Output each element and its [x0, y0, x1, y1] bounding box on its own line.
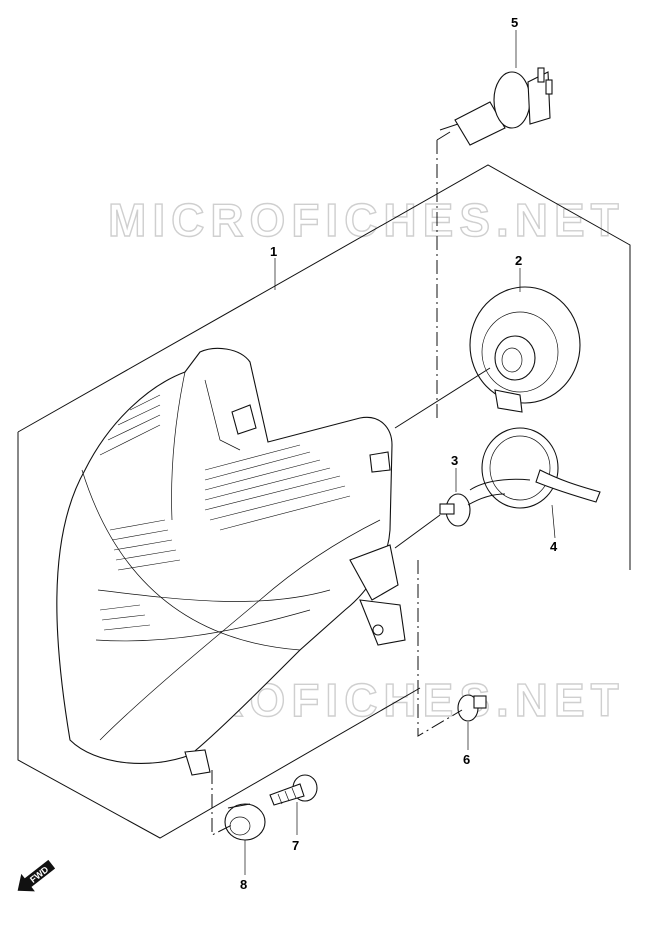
- callout-8: 8: [240, 877, 247, 892]
- callout-5: 5: [511, 15, 518, 30]
- wire-harness-part-4: [469, 427, 601, 509]
- assembly-leader-lines: [211, 131, 491, 836]
- grommet-part-8: [224, 803, 266, 841]
- screw-part-7: [269, 774, 318, 806]
- callout-6: 6: [463, 752, 470, 767]
- lens-hatching: [99, 394, 351, 631]
- callout-1: 1: [270, 244, 277, 259]
- position-socket-part-3: [439, 493, 506, 527]
- callout-7: 7: [292, 838, 299, 853]
- assembly-frame: [17, 164, 631, 570]
- headlamp-housing: [56, 347, 406, 776]
- callout-3: 3: [451, 453, 458, 468]
- watermark-top: MICROFICHES.NET: [108, 194, 625, 246]
- headlight-bulb-part-5: [439, 67, 553, 146]
- socket-cover-part-2: [469, 286, 581, 413]
- small-bulb-part-6: [457, 694, 487, 722]
- callout-leaders: [244, 30, 556, 875]
- assembly-frame-bottom: [17, 432, 421, 839]
- fwd-arrow-icon: FWD: [17, 859, 56, 892]
- callout-2: 2: [515, 253, 522, 268]
- callout-4: 4: [550, 539, 558, 554]
